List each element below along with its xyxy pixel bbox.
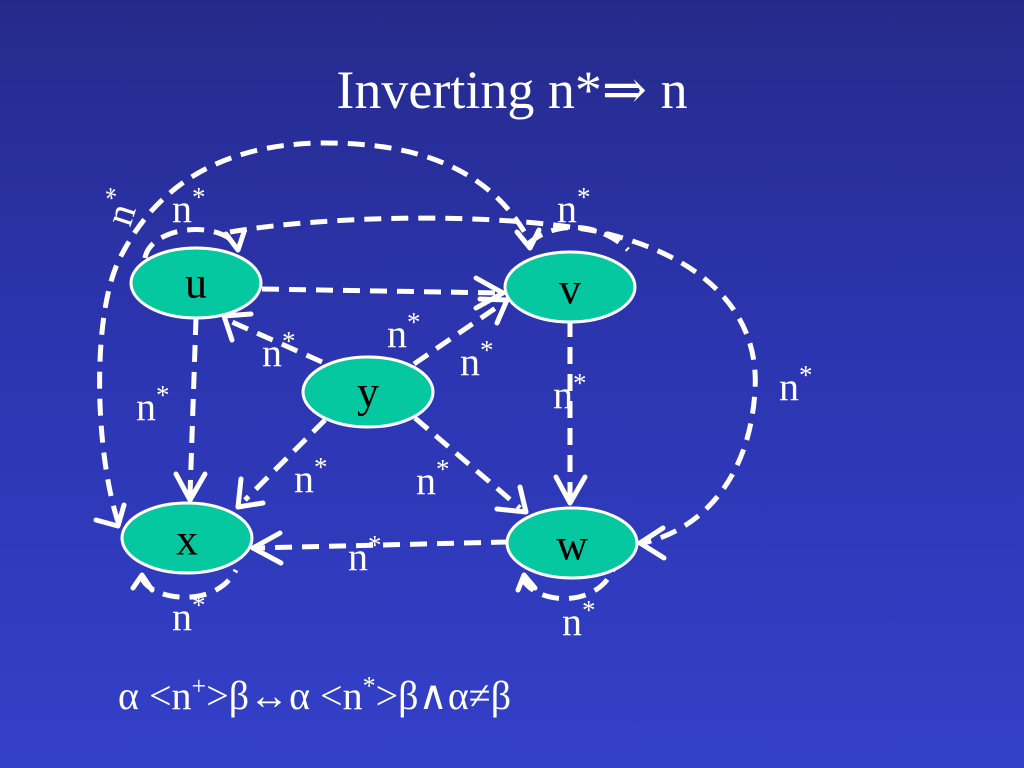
label-loop-v: n*	[557, 182, 591, 231]
edge-y-u	[230, 319, 324, 365]
node-u: u	[129, 246, 263, 320]
node-w: w	[505, 506, 639, 580]
loop-w	[519, 564, 618, 601]
edge-y-v	[412, 302, 502, 367]
formula: α <n+>β↔α <n*>β∧α≠β	[118, 672, 511, 720]
arrowhead-u-x	[173, 471, 208, 503]
slide-title: Inverting n*⇒ n	[336, 60, 688, 120]
loop-v	[526, 224, 630, 252]
formula-star-sup: *	[362, 671, 376, 701]
edge-x-v-curve	[97, 140, 531, 523]
label-w-x: n*	[348, 530, 382, 579]
edge-y-w	[413, 416, 522, 510]
edge-u-w-curve	[229, 215, 758, 546]
node-y-label: y	[357, 368, 379, 417]
arrowhead-loop-w	[515, 572, 538, 593]
arrowhead-loop-u	[223, 229, 247, 253]
label-y-v: n*	[387, 307, 421, 356]
label-y-w: n*	[416, 454, 450, 503]
edge-y-x	[243, 418, 327, 502]
edge-w-x	[254, 539, 509, 551]
node-v-label: v	[559, 265, 581, 314]
arrowhead-x-v-curve	[93, 502, 127, 529]
arrowhead-y-w	[494, 484, 529, 515]
formula-part-1: α <n	[118, 673, 192, 718]
label-v-w: n*	[553, 368, 587, 417]
arrowhead-u-v	[473, 275, 506, 311]
arrowhead-y-x	[235, 476, 266, 510]
node-u-label: u	[185, 259, 207, 308]
edge-u-v	[261, 286, 501, 296]
arrowhead-loop-v	[514, 227, 542, 251]
label-loop-u: n*	[172, 182, 206, 231]
node-x: x	[120, 501, 254, 575]
arrowhead-w-x	[250, 530, 284, 566]
arrowhead-y-v	[477, 296, 510, 326]
arrowhead-v-w	[553, 474, 588, 506]
label-y-u: n*	[262, 326, 296, 375]
label-u-x: n*	[136, 380, 170, 429]
edge-u-x	[187, 317, 199, 496]
label-y-x: n*	[294, 452, 328, 501]
node-w-label: w	[556, 521, 588, 570]
node-v: v	[503, 250, 637, 324]
label-u-w-curve: n*	[779, 360, 813, 409]
arrowhead-u-w-curve	[637, 525, 667, 561]
label-x-v-curve: n*	[92, 184, 149, 231]
node-x-label: x	[176, 516, 198, 565]
label-y-v-lower: n*	[460, 335, 494, 384]
label-loop-w: n*	[562, 595, 596, 644]
formula-part-2: >β↔α <n	[206, 673, 363, 718]
formula-part-3: >β∧α≠β	[375, 673, 512, 718]
arrowhead-loop-x	[130, 572, 155, 593]
label-loop-x: n*	[172, 590, 206, 639]
formula-plus-sup: +	[191, 671, 207, 701]
node-y: y	[301, 355, 435, 429]
